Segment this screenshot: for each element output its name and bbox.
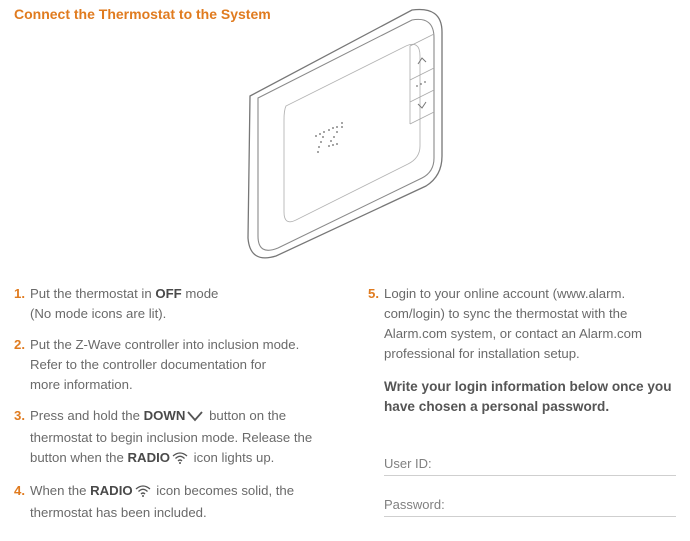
key-down: DOWN [143,408,186,423]
step-text: Put the thermostat in [30,286,156,301]
steps-right: 5. Login to your online account (www.ala… [368,284,682,375]
user-id-field[interactable]: User ID: [384,456,676,476]
step-text: Login to your online account (www.alarm. [384,286,626,301]
chevron-down-icon [187,408,204,428]
step-1: 1. Put the thermostat in OFF mode (No mo… [14,284,344,324]
step-text: When the [30,483,91,498]
step-text: button when the [30,450,128,465]
step-text: icon lights up. [190,450,275,465]
step-text: (No mode icons are lit). [30,306,167,321]
key-off: OFF [155,286,182,301]
steps-left: 1. Put the thermostat in OFF mode (No mo… [14,284,344,534]
page-title: Connect the Thermostat to the System [14,6,271,22]
step-number: 1. [14,286,25,301]
step-number: 2. [14,337,25,352]
step-text: Alarm.com system, or contact an Alarm.co… [384,326,642,341]
key-radio: RADIO [90,483,133,498]
display-digits [315,122,343,153]
step-5: 5. Login to your online account (www.ala… [368,284,682,364]
step-number: 5. [368,286,379,301]
step-text: professional for installation setup. [384,346,580,361]
chevron-up-icon [417,57,427,65]
step-text: icon becomes solid, the [152,483,295,498]
step-number: 4. [14,483,25,498]
dots-icon [416,81,426,87]
step-3: 3. Press and hold the DOWN button on the… [14,406,344,470]
password-field[interactable]: Password: [384,497,676,517]
step-text: thermostat has been included. [30,505,207,520]
step-number: 3. [14,408,25,423]
radio-icon [135,483,151,503]
step-2: 2. Put the Z-Wave controller into inclus… [14,335,344,395]
step-text: Refer to the controller documentation fo… [30,357,267,372]
step-text: mode [181,286,219,301]
step-text: more information. [30,377,133,392]
radio-icon [172,450,188,470]
step-text: thermostat to begin inclusion mode. Rele… [30,430,313,445]
step-text: button on the [205,408,287,423]
step-text: com/login) to sync the thermostat with t… [384,306,628,321]
chevron-down-icon [417,101,427,109]
step-text: Press and hold the [30,408,144,423]
step-text: Put the Z-Wave controller into inclusion… [30,337,300,352]
login-note: Write your login information below once … [384,379,672,414]
key-radio: RADIO [127,450,171,465]
thermostat-illustration [247,8,443,259]
step-4: 4. When the RADIO icon becomes solid, th… [14,481,344,523]
